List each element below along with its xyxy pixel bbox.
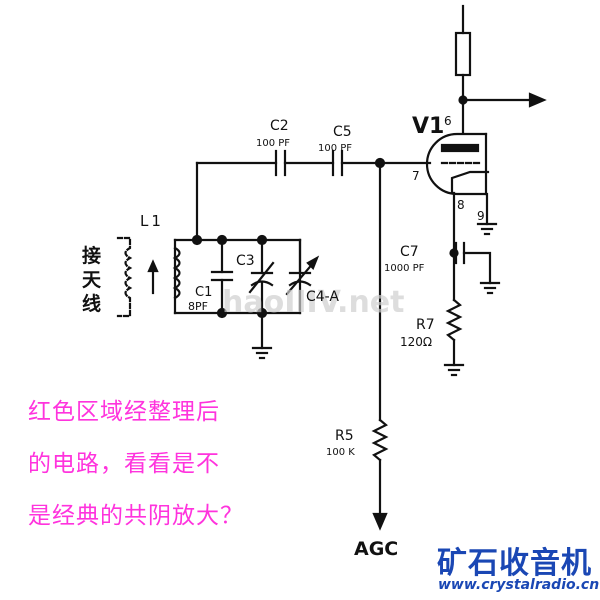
r7-value: 120Ω (400, 335, 432, 349)
c7-ground-wire (462, 251, 492, 285)
pin7-label: 7 (412, 169, 420, 183)
antenna-char-2: 天 (82, 269, 102, 291)
tube-cathode (450, 170, 490, 195)
c5-name: C5 (333, 124, 352, 140)
pin9-label: 9 (477, 209, 485, 223)
antenna-char-1: 接 (82, 245, 101, 267)
c5-value: 100 PF (318, 143, 352, 154)
brand-logo-text: 矿石收音机 (437, 546, 592, 581)
c1-value: 8PF (188, 300, 208, 313)
c1-name: C1 (195, 285, 212, 300)
c3-trim-arrow (248, 261, 275, 294)
tap-junction (191, 234, 203, 246)
c4a-plate-bottom (288, 280, 312, 287)
r5-resistor (371, 418, 389, 462)
c4a-arrowhead (306, 255, 320, 270)
c4a-label: C4-A (306, 289, 339, 305)
c7-name: C7 (400, 244, 419, 260)
plate-junction (458, 95, 468, 105)
watermark: haoIIIV.net (222, 285, 405, 320)
output-arrow (528, 92, 547, 108)
c2-name: C2 (270, 118, 289, 134)
c2-value: 100 PF (256, 138, 290, 149)
r7-name: R7 (416, 317, 435, 333)
l1-primary-coil (116, 236, 133, 318)
c3-plate-bottom (250, 280, 274, 287)
agc-label: AGC (354, 538, 398, 560)
l1-secondary-coil (172, 246, 181, 300)
annotation-line-1: 红色区域经整理后 (28, 399, 220, 425)
r7-resistor (445, 298, 463, 342)
agc-arrow (372, 512, 388, 531)
core-slug-arrow (147, 259, 159, 273)
r5-value: 100 K (326, 447, 355, 458)
pin8-label: 8 (457, 198, 465, 212)
l1-label: L1 (140, 212, 164, 230)
tube-plate (440, 143, 480, 153)
c3-label: C3 (236, 253, 255, 269)
r5-name: R5 (335, 428, 354, 444)
brand-url[interactable]: www.crystalradio.cn (438, 577, 600, 593)
annotation-line-3: 是经典的共阴放大？ (28, 503, 244, 529)
annotation-line-2: 的电路，看看是不 (28, 451, 220, 477)
c4a-tune-arrow (285, 260, 316, 296)
c7-value: 1000 PF (384, 263, 425, 274)
v1-label: V1 (412, 114, 444, 139)
pin6-label: 6 (444, 114, 452, 128)
plate-load-resistor (454, 31, 472, 77)
antenna-char-3: 线 (82, 292, 101, 315)
